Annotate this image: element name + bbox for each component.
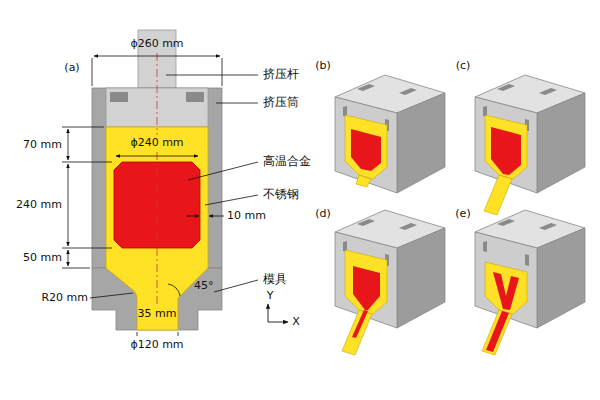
stage-c-render <box>475 75 585 215</box>
dimension-text: 240 mm <box>16 199 62 212</box>
dimension-text: ϕ260 mm <box>130 38 183 51</box>
stage-d-render <box>335 210 445 355</box>
stem-slot <box>110 92 128 102</box>
part-label: 挤压杆 <box>263 68 299 82</box>
part-label: 挤压筒 <box>263 96 299 110</box>
part-label: 高温合金 <box>263 155 311 169</box>
panel-letter: (d) <box>315 208 331 221</box>
stem-slot <box>186 92 204 102</box>
dimension-text: 70 mm <box>23 139 62 152</box>
angle-text: 45° <box>194 280 214 293</box>
stage-b-render <box>335 75 445 193</box>
part-label: 模具 <box>263 273 287 287</box>
dimension-text: 35 mm <box>138 308 177 321</box>
panel-letter: (e) <box>455 208 470 221</box>
part-label: 不锈钢 <box>263 188 299 202</box>
dimension-text: ϕ120 mm <box>130 339 183 352</box>
stainless-can <box>106 127 208 330</box>
panel-letter: (c) <box>456 60 471 73</box>
panel-letter: (b) <box>315 60 331 73</box>
dimension-text: 50 mm <box>23 252 62 265</box>
axis-arrows <box>268 304 288 322</box>
centre-line <box>157 53 158 304</box>
stage-e-render <box>475 210 585 355</box>
dimension-text: R20 mm <box>41 292 88 305</box>
leader-lines <box>166 75 258 292</box>
axis-label: X <box>292 316 300 329</box>
axis-label: Y <box>267 290 274 303</box>
panel-letter: (a) <box>64 62 79 75</box>
dimension-text: ϕ240 mm <box>130 137 183 150</box>
dimension-text: 10 mm <box>226 210 267 223</box>
